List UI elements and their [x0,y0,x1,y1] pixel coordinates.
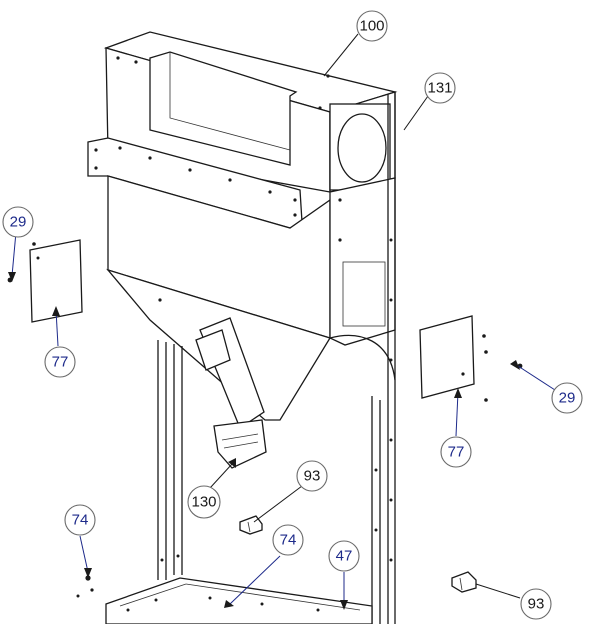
frame-upright [157,92,396,624]
callout-131: 131 [424,72,456,104]
callout-93-right: 93 [520,588,552,620]
svg-text:131: 131 [427,80,452,97]
svg-text:93: 93 [528,596,545,613]
hopper-assembly [87,31,398,469]
svg-text:77: 77 [52,354,69,371]
leader-lines [8,33,556,610]
callout-74-left: 74 [64,504,96,536]
bracket-93-right [451,571,477,593]
base-tray [105,577,373,624]
callout-93-center: 93 [296,460,328,492]
svg-text:100: 100 [359,18,384,35]
svg-text:74: 74 [72,512,89,529]
callout-77-left: 77 [44,346,76,378]
screws-74 [76,575,94,598]
callout-29-left: 29 [2,206,34,238]
right-access-panel [419,315,523,402]
svg-text:93: 93 [304,468,321,485]
callout-74-center: 74 [272,524,304,556]
callout-77-right: 77 [440,436,472,468]
callout-100: 100 [356,10,388,42]
svg-text:74: 74 [280,532,297,549]
callout-130: 130 [187,485,221,519]
svg-text:47: 47 [336,548,353,565]
svg-text:29: 29 [10,214,27,231]
svg-text:130: 130 [191,494,216,511]
callout-29-right: 29 [551,382,583,414]
svg-text:29: 29 [559,390,576,407]
svg-text:77: 77 [448,444,465,461]
callout-47: 47 [328,540,360,572]
left-access-panel [7,239,83,323]
